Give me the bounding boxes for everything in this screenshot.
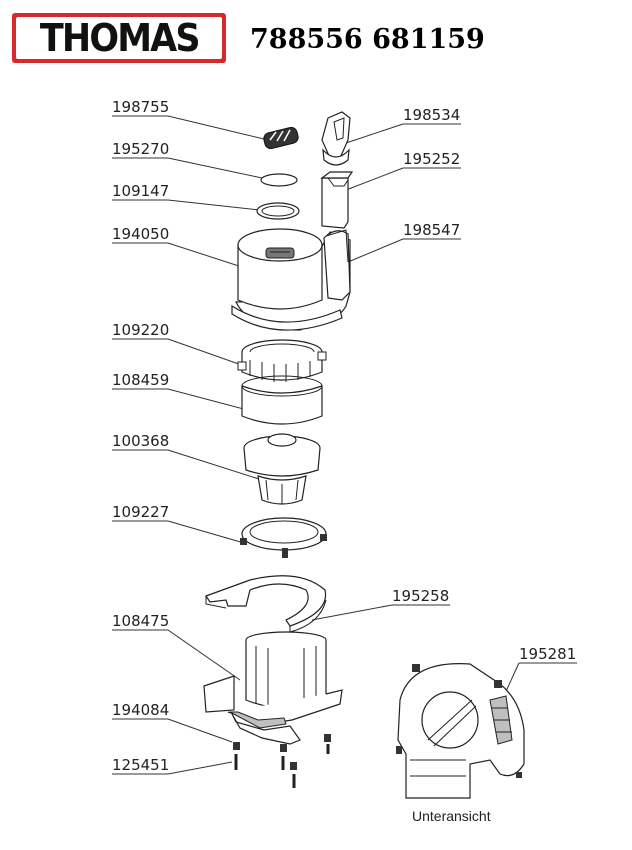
label-195252: 195252	[345, 150, 461, 191]
part-198534-nozzle	[321, 111, 351, 166]
label-100368: 100368	[112, 432, 263, 481]
svg-text:198755: 198755	[112, 98, 169, 116]
bottom-view-drawing	[396, 663, 525, 799]
svg-text:108475: 108475	[112, 612, 169, 630]
svg-text:109227: 109227	[112, 503, 169, 521]
svg-text:194050: 194050	[112, 225, 169, 243]
part-195270-gasket	[260, 173, 298, 187]
svg-text:125451: 125451	[112, 756, 169, 774]
part-195252-tube	[320, 171, 354, 229]
part-194050-housing	[231, 228, 351, 331]
label-195270: 195270	[112, 140, 263, 179]
bottom-view-caption: Unteransicht	[412, 808, 491, 824]
svg-text:195258: 195258	[392, 587, 449, 605]
part-108459-sleeve	[241, 375, 323, 425]
label-195281: 195281	[501, 645, 577, 701]
svg-text:100368: 100368	[112, 432, 169, 450]
brand-logo: THOMAS	[12, 13, 226, 63]
label-108475: 108475	[112, 612, 241, 681]
svg-text:109147: 109147	[112, 182, 169, 200]
part-198755-grille	[263, 126, 299, 150]
svg-text:195270: 195270	[112, 140, 169, 158]
label-109220: 109220	[112, 321, 251, 369]
label-125451: 125451	[112, 756, 233, 775]
label-108459: 108459	[112, 371, 256, 413]
label-198534: 198534	[345, 106, 461, 144]
part-108475-lower-housing	[203, 631, 343, 745]
label-198547: 198547	[347, 221, 461, 263]
svg-text:195281: 195281	[519, 645, 576, 663]
part-195258-c-gasket	[205, 575, 327, 633]
part-125451-screws	[234, 744, 330, 788]
svg-text:198547: 198547	[403, 221, 460, 239]
label-195258: 195258	[311, 587, 450, 621]
part-100368-motor	[243, 433, 321, 505]
part-194084-nuts	[233, 734, 331, 770]
model-number: 788556 681159	[250, 24, 485, 55]
part-198547-side-piece	[325, 229, 349, 263]
label-198755: 198755	[112, 98, 269, 141]
label-194084: 194084	[112, 701, 233, 743]
brand-logo-text: THOMAS	[39, 16, 201, 60]
label-109147: 109147	[112, 182, 261, 211]
svg-text:109220: 109220	[112, 321, 169, 339]
label-194050: 194050	[112, 225, 246, 269]
svg-text:195252: 195252	[403, 150, 460, 168]
svg-text:108459: 108459	[112, 371, 169, 389]
svg-text:194084: 194084	[112, 701, 169, 719]
part-109220-ring	[237, 339, 327, 382]
svg-text:198534: 198534	[403, 106, 460, 124]
part-109227-ring	[240, 517, 327, 558]
brand-logo-frame: THOMAS	[16, 17, 222, 59]
label-109227: 109227	[112, 503, 245, 544]
part-109147-oring	[256, 202, 300, 220]
